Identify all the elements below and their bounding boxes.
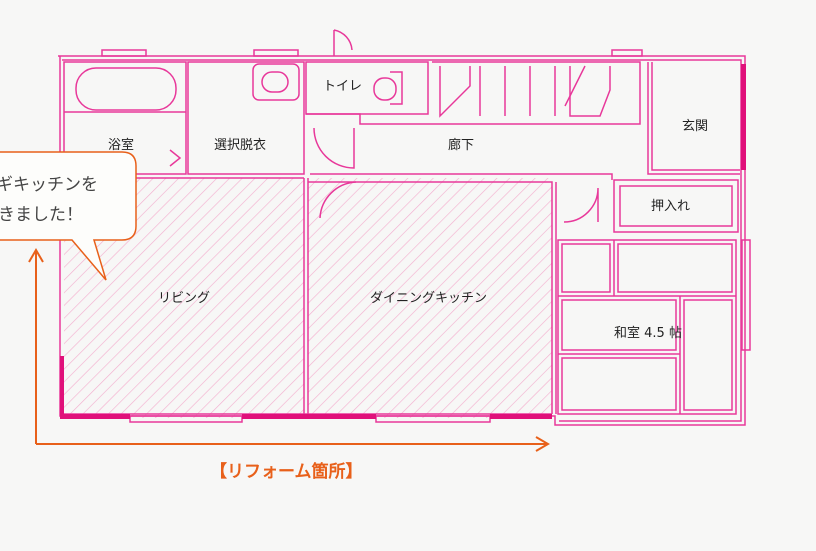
callout-line-2: きました！ [0,205,83,225]
callout-line-1: ギキッチンを [0,175,98,195]
room-label-dressing: 選択脱衣 [214,137,266,153]
walls [58,29,751,426]
reform-arrow [28,248,550,452]
room-label-hallway: 廊下 [448,137,474,153]
room-label-bath: 浴室 [108,137,134,153]
emphasized-walls [60,64,746,419]
dining-kitchen-hatch [308,178,552,418]
room-label-japanese-room: 和室 4.5 帖 [614,325,682,341]
room-label-closet: 押入れ [651,199,690,214]
callout-bubble: ギキッチンを きました！ [0,151,137,281]
room-label-living: リビング [158,291,210,306]
room-label-toilet: トイレ [323,79,362,94]
reform-area-label: 【リフォーム箇所】 [210,461,363,482]
room-label-dining-kitchen: ダイニングキッチン [370,291,487,306]
room-label-entrance: 玄関 [682,119,708,134]
